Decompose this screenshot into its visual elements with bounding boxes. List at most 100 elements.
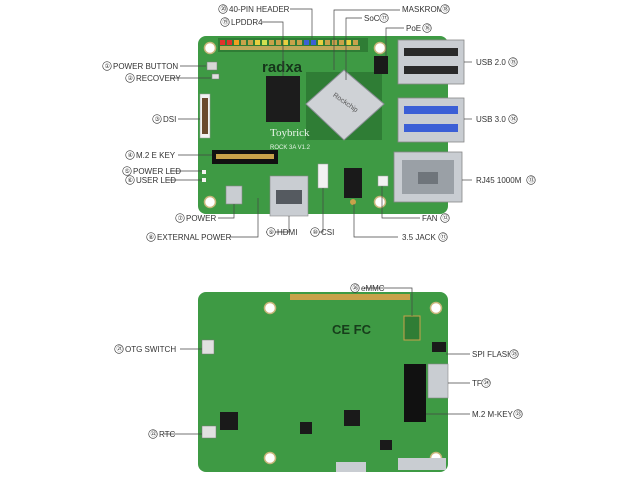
svg-text:M.2 M-KEY: M.2 M-KEY: [472, 410, 514, 419]
svg-text:⑮: ⑮: [511, 58, 517, 66]
callout-usb3: USB 3.0 ⑭: [476, 114, 518, 124]
callout-labels: ⑳ 40-PIN HEADER ⑲ LPDDR4 MASKROM ⑱ SoC ⑰…: [102, 4, 536, 439]
callout-rj45: RJ45 1000M ⑬: [476, 175, 536, 185]
callout-external-power: ⑧ EXTERNAL POWER: [146, 232, 232, 242]
svg-text:②: ②: [128, 75, 134, 82]
power-button-part: [206, 61, 218, 71]
rtc-part: [201, 425, 217, 439]
svg-text:④: ④: [128, 152, 133, 159]
svg-text:⑫: ⑫: [443, 214, 449, 222]
callout-emmc: ㉖ eMMC: [350, 283, 385, 293]
callout-spi-flash: SPI FLASH ㉕: [472, 349, 519, 359]
audio-jack: [344, 168, 362, 198]
svg-text:⑲: ⑲: [223, 18, 229, 26]
svg-text:⑤: ⑤: [125, 168, 130, 175]
board-brand: radxa: [262, 59, 303, 76]
svg-text:MASKROM: MASKROM: [402, 5, 444, 14]
callout-40-pin-header: ⑳ 40-PIN HEADER: [218, 4, 290, 14]
svg-text:POWER: POWER: [186, 214, 216, 223]
svg-text:LPDDR4: LPDDR4: [231, 18, 263, 27]
fan-header: [377, 175, 389, 187]
callout-user-led: ⑥ USER LED: [125, 175, 176, 185]
m2-m-key-slot: [404, 364, 426, 422]
svg-text:⑪: ⑪: [441, 233, 447, 241]
svg-text:OTG SWITCH: OTG SWITCH: [125, 345, 176, 354]
csi-connector: [317, 163, 329, 189]
svg-text:㉓: ㉓: [516, 410, 522, 418]
callout-m2-e-key: ④ M.2 E KEY: [125, 150, 176, 160]
svg-text:㉕: ㉕: [512, 350, 518, 358]
svg-text:HDMI: HDMI: [277, 228, 297, 237]
ic-chip: [300, 422, 312, 434]
board-brand-mark: Toybrick: [270, 127, 310, 139]
svg-text:⑬: ⑬: [529, 176, 535, 184]
callout-power: ⑦ POWER: [175, 213, 216, 223]
svg-text:③: ③: [155, 116, 160, 123]
callout-lpddr4: ⑲ LPDDR4: [220, 17, 263, 27]
pcb-bottom: [198, 292, 448, 472]
callout-power-led: ⑤ POWER LED: [122, 166, 181, 176]
callout-m2-m-key: M.2 M-KEY ㉓: [472, 409, 523, 419]
mounting-hole: [203, 195, 217, 209]
svg-text:USB 2.0: USB 2.0: [476, 58, 506, 67]
callout-rtc: ㉒ RTC: [148, 429, 176, 439]
callout-maskrom: MASKROM ⑱: [402, 4, 450, 14]
otg-switch-part: [201, 339, 215, 355]
mounting-hole: [263, 451, 277, 465]
svg-text:⑥: ⑥: [128, 177, 133, 184]
svg-text:M.2 E KEY: M.2 E KEY: [136, 151, 176, 160]
mounting-hole: [263, 301, 277, 315]
svg-text:⑦: ⑦: [178, 215, 184, 222]
svg-text:eMMC: eMMC: [361, 284, 385, 293]
lpddr4-chip: [266, 76, 300, 122]
cert-marks: CE FC: [332, 322, 372, 337]
callout-soc: SoC ⑰: [364, 13, 389, 23]
mounting-hole: [429, 301, 443, 315]
svg-text:3.5 JACK: 3.5 JACK: [402, 233, 436, 242]
board-top-view: radxa Rockchip Toybrick ROCK 3A V1.2: [198, 36, 465, 217]
callout-recovery: ② RECOVERY: [125, 73, 181, 83]
gpio-pin-row: [290, 294, 410, 300]
svg-text:POWER BUTTON: POWER BUTTON: [113, 62, 178, 71]
callout-usb2: USB 2.0 ⑮: [476, 57, 518, 67]
recovery-button-part: [211, 73, 220, 80]
svg-text:EXTERNAL POWER: EXTERNAL POWER: [157, 233, 232, 242]
poe-header: [374, 56, 388, 74]
emmc-chip: [403, 315, 421, 341]
ic-chip: [344, 410, 360, 426]
svg-text:RECOVERY: RECOVERY: [136, 74, 181, 83]
svg-text:㉔: ㉔: [484, 379, 490, 387]
usb2-port: [397, 39, 465, 85]
mounting-hole: [203, 41, 217, 55]
callout-tf: TF ㉔: [472, 378, 491, 388]
svg-text:①: ①: [105, 63, 110, 70]
svg-text:⑩: ⑩: [313, 229, 318, 236]
svg-text:⑯: ⑯: [425, 24, 431, 32]
svg-text:㉑: ㉑: [117, 345, 123, 353]
port-edge: [398, 458, 446, 470]
svg-text:RTC: RTC: [159, 430, 176, 439]
svg-text:SPI FLASH: SPI FLASH: [472, 350, 513, 359]
mounting-hole: [373, 41, 387, 55]
mounting-hole: [373, 195, 387, 209]
callout-dsi: ③ DSI: [152, 114, 176, 124]
usb-c-power-port: [225, 185, 243, 205]
svg-text:CSI: CSI: [321, 228, 334, 237]
gpio-header: [218, 38, 368, 52]
user-led-part: [202, 178, 206, 182]
callout-fan: FAN ⑫: [422, 213, 450, 223]
svg-text:㉒: ㉒: [151, 430, 157, 438]
svg-text:SoC: SoC: [364, 14, 380, 23]
tf-slot: [427, 363, 449, 399]
svg-text:PoE: PoE: [406, 24, 421, 33]
board-bottom-view: CE FC: [198, 292, 449, 472]
svg-text:㉖: ㉖: [353, 284, 359, 292]
svg-text:⑭: ⑭: [511, 115, 517, 123]
spi-flash-chip: [432, 342, 446, 352]
soc-chip: Rockchip: [305, 69, 385, 141]
svg-text:⑨: ⑨: [269, 229, 274, 236]
svg-text:⑧: ⑧: [149, 234, 154, 241]
board-model: ROCK 3A V1.2: [270, 145, 311, 151]
callout-hdmi: ⑨ HDMI: [266, 227, 297, 237]
